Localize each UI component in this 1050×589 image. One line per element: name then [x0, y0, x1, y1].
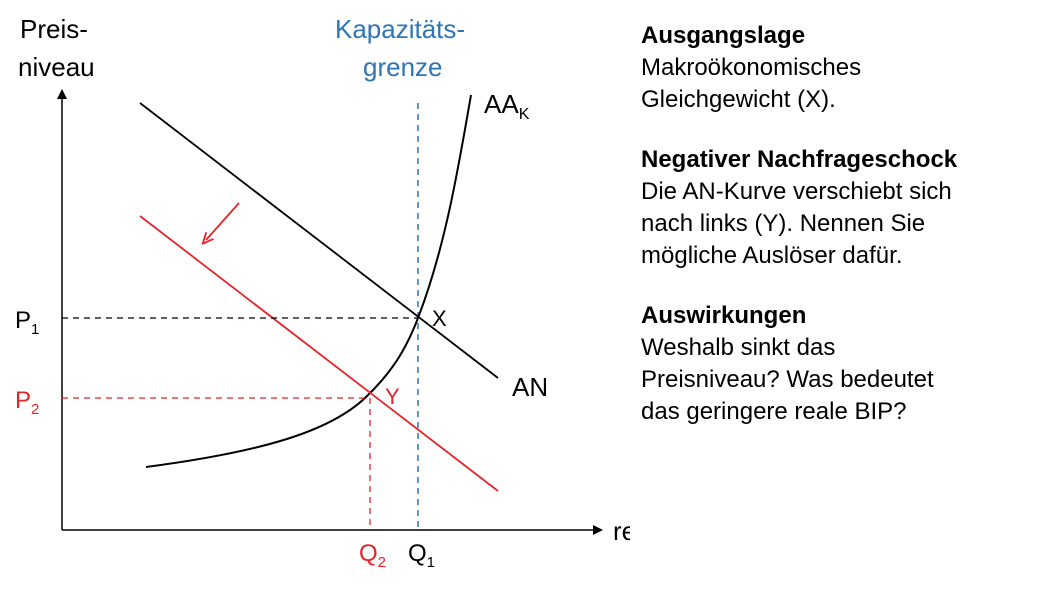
- an-shifted-curve: [139, 215, 499, 492]
- explanation-panel: Ausgangslage Makroökonomisches Gleichgew…: [641, 20, 1046, 456]
- y-axis-label-line2: niveau: [18, 52, 95, 82]
- block-text-line: mögliche Auslöser dafür.: [641, 242, 903, 269]
- q1-label: Q1: [408, 540, 435, 571]
- block-text-line: Weshalb sinkt das: [641, 334, 836, 361]
- block-ausgangslage: Ausgangslage Makroökonomisches Gleichgew…: [641, 20, 1046, 116]
- block-text-line: nach links (Y). Nennen Sie: [641, 210, 926, 237]
- p1-label: P1: [15, 307, 39, 338]
- y-axis-label-line1: Preis-: [20, 14, 88, 44]
- block-heading: Ausgangslage: [641, 22, 806, 49]
- aa-curve-label: AAK: [484, 89, 530, 123]
- block-auswirkungen: Auswirkungen Weshalb sinkt das Preisnive…: [641, 300, 1046, 428]
- block-text-line: Die AN-Kurve verschiebt sich: [641, 178, 952, 205]
- block-text-line: Preisniveau? Was bedeutet: [641, 366, 934, 393]
- an-curve: [139, 102, 499, 379]
- capacity-label-line1: Kapazitäts-: [335, 14, 465, 44]
- p2-label: P2: [15, 387, 39, 418]
- block-nachfrageschock: Negativer Nachfrageschock Die AN-Kurve v…: [641, 144, 1046, 272]
- point-x-label: X: [432, 306, 447, 331]
- block-heading: Negativer Nachfrageschock: [641, 146, 958, 173]
- block-text-line: Makroökonomisches: [641, 54, 862, 81]
- aa-curve: [145, 94, 472, 468]
- block-text-line: Gleichgewicht (X).: [641, 86, 836, 113]
- block-heading: Auswirkungen: [641, 302, 807, 329]
- an-curve-label: AN: [512, 372, 548, 402]
- as-ad-diagram: Preis- niveau reales BIP Kapazitäts- gre…: [15, 14, 630, 571]
- capacity-label-line2: grenze: [363, 52, 443, 82]
- q2-label: Q2: [359, 540, 386, 571]
- shift-arrow: [206, 202, 240, 240]
- block-text-line: das geringere reale BIP?: [641, 398, 907, 425]
- point-y-label: Y: [385, 384, 400, 409]
- x-axis-label: reales BIP: [613, 516, 630, 546]
